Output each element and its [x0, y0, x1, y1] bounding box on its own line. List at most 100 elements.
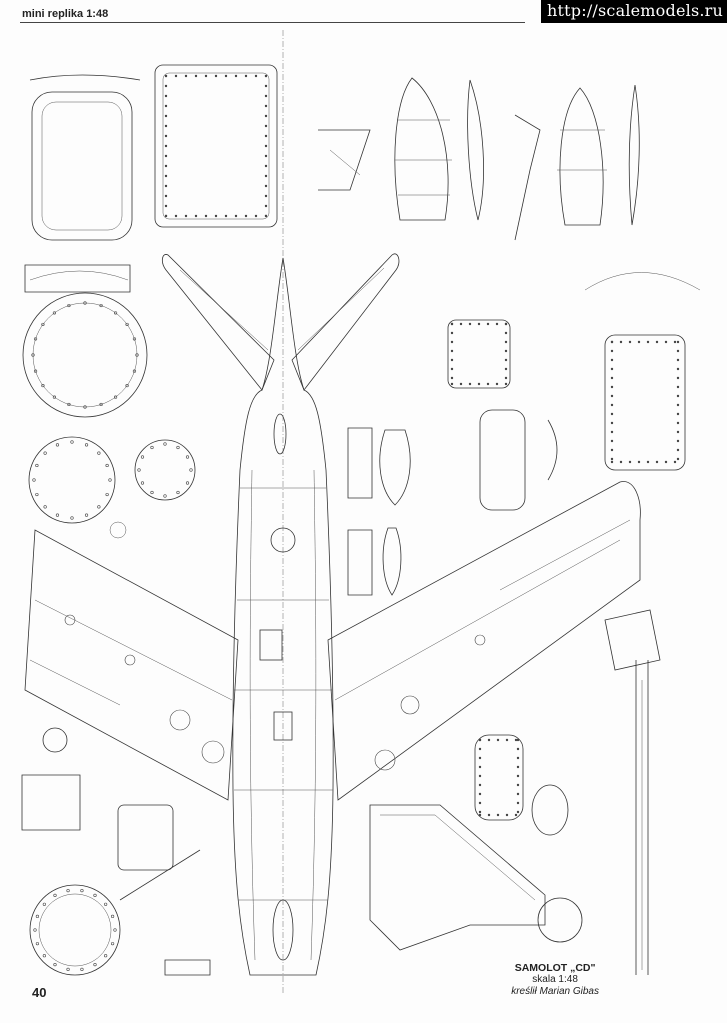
rivet [93, 893, 97, 897]
wing-access-hole [64, 614, 76, 626]
rivet [164, 164, 168, 168]
rivet [66, 889, 70, 893]
rivet [610, 460, 614, 464]
rivet [676, 430, 680, 434]
rivet [164, 174, 168, 178]
rivet [224, 74, 228, 78]
rivet [619, 340, 623, 344]
rivet [163, 494, 167, 498]
rivet [164, 94, 168, 98]
mid-parts-details [347, 272, 701, 596]
rivet [55, 513, 60, 517]
rivet [264, 204, 268, 208]
rivet [150, 445, 154, 450]
rivet [676, 376, 680, 380]
rivet [33, 369, 38, 373]
rivet [676, 412, 680, 416]
rivet [676, 340, 680, 344]
rivet [610, 439, 614, 443]
rivet [52, 395, 57, 399]
right-tailplane-inner [297, 267, 385, 351]
rivet [655, 460, 659, 464]
rivet [676, 403, 680, 407]
fuselage-outline [232, 257, 334, 976]
rivet [450, 331, 454, 335]
rivet [105, 463, 109, 468]
right-wing [327, 481, 641, 801]
rivet [185, 481, 190, 485]
angle-detail [318, 129, 371, 191]
rivet [478, 801, 482, 805]
rivet [32, 478, 36, 482]
rivet [140, 455, 145, 459]
rivet [495, 382, 499, 386]
magazine-header-title: mini replika 1:48 [22, 8, 109, 20]
rivet [450, 358, 454, 362]
left-wing-flap-line [34, 599, 233, 701]
rivet [164, 194, 168, 198]
rivet [53, 963, 57, 967]
wing-access-hole [374, 749, 396, 771]
caption-title: SAMOLOT „CD" [514, 962, 596, 974]
rivet [163, 442, 167, 446]
rivet [514, 813, 518, 817]
rivet [487, 813, 491, 817]
rivet [99, 303, 103, 308]
rivet [496, 738, 500, 742]
rivet [80, 967, 84, 971]
rivet [132, 369, 137, 373]
rivet [468, 322, 472, 326]
rivet [264, 194, 268, 198]
rivet [135, 353, 139, 357]
access-hatch-round [270, 527, 296, 553]
rivet [164, 204, 168, 208]
rivet [477, 382, 481, 386]
rivet [516, 738, 520, 742]
rivet [676, 385, 680, 389]
rivet [516, 783, 520, 787]
access-panel [273, 711, 293, 741]
rivet [99, 402, 103, 407]
rivet [67, 402, 71, 407]
rivet [486, 322, 490, 326]
rivet [52, 311, 57, 315]
rivet [477, 322, 481, 326]
rivet [224, 214, 228, 218]
rivet [108, 478, 112, 482]
rivet [610, 394, 614, 398]
rivet [67, 303, 71, 308]
rivet [610, 340, 614, 344]
rivet [110, 942, 115, 946]
fuselage-inner-line-right [310, 469, 317, 961]
rivet [628, 340, 632, 344]
wing-access-hole [124, 654, 136, 666]
rivet [254, 214, 258, 218]
rivet [646, 460, 650, 464]
rivet [189, 468, 193, 472]
rivet [125, 383, 129, 388]
rivet [450, 382, 454, 386]
rivet [83, 301, 87, 305]
rivet [264, 124, 268, 128]
access-panel [259, 629, 283, 661]
rivet [478, 810, 482, 814]
rivet [264, 84, 268, 88]
rivet [132, 337, 137, 341]
rivet [97, 451, 101, 455]
rivet [234, 74, 238, 78]
rivet [35, 492, 39, 497]
rivet [70, 440, 74, 444]
rivet [164, 104, 168, 108]
rivet [164, 84, 168, 88]
rivet [610, 412, 614, 416]
wing-access-hole [169, 709, 191, 731]
rivet [104, 954, 108, 958]
rivet [478, 783, 482, 787]
rivet [176, 445, 180, 450]
rivet [164, 214, 168, 218]
rivet [676, 457, 680, 461]
left-wing-aileron-line [29, 659, 121, 706]
rivet [97, 505, 101, 509]
rivet [459, 382, 463, 386]
left-wing [24, 529, 239, 801]
